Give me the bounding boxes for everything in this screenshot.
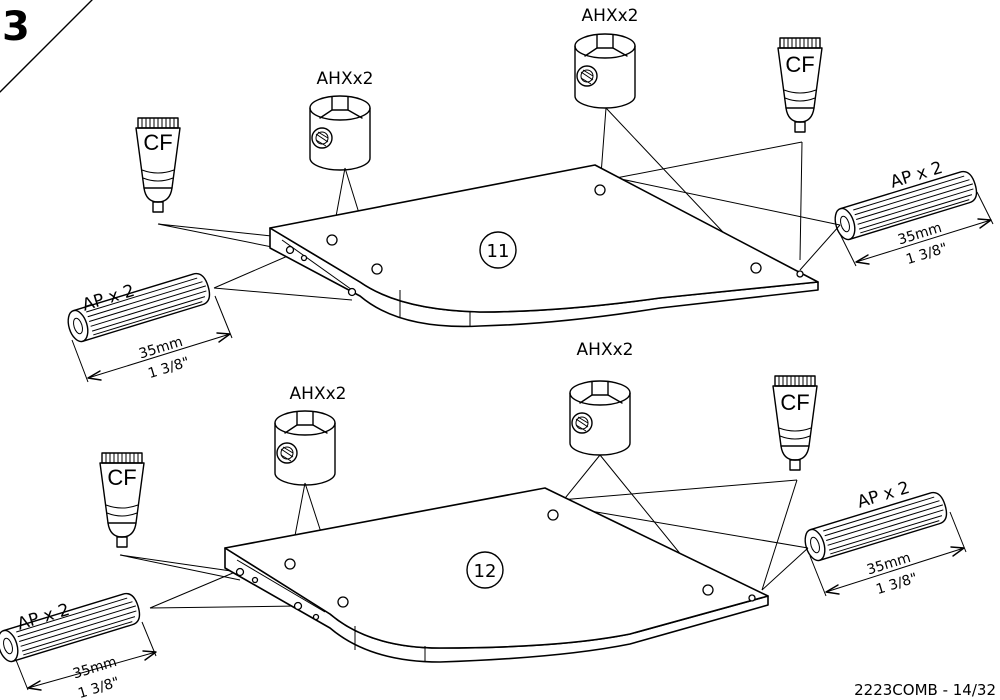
glue-label: CF: [107, 465, 136, 490]
dowel-dimension: 35mm 1 3/8": [15, 621, 157, 700]
panel-12-hole: [547, 509, 559, 521]
panel-11-edge-hole: [347, 287, 357, 297]
panel-12-number: 12: [474, 561, 497, 582]
panel-11-edge-hole: [300, 254, 308, 262]
panel-12-edge-hole: [293, 601, 303, 611]
panel-11-number-circle: [479, 231, 517, 269]
panel-11-hole: [371, 263, 383, 275]
dowel-dimension: 35mm 1 3/8": [809, 511, 967, 598]
glue-label: CF: [143, 130, 172, 155]
panel-11-number: 11: [487, 241, 510, 262]
panel-12-edge-hole: [748, 594, 756, 602]
panel-12-hole: [284, 558, 296, 570]
cam-label: AHXx2: [577, 340, 634, 360]
dowel-dimension: 35mm 1 3/8": [839, 191, 994, 268]
cam-fitting-icon: [574, 33, 636, 109]
panel-11-hole: [594, 184, 606, 196]
panel-11-group: 11 AHXx2 AHXx2 CF CF AP x 2 35mm 1 3/8" …: [64, 6, 994, 383]
step-divider: [0, 0, 93, 93]
dowel-label: AP x 2: [15, 600, 72, 635]
panel-12-edge-hole: [235, 567, 245, 577]
cam-fitting-icon: [569, 380, 631, 456]
glue-label: CF: [785, 52, 814, 77]
panel-12-hole: [337, 596, 349, 608]
cam-label: AHXx2: [290, 384, 347, 404]
panel-11-hole: [750, 262, 762, 274]
cam-label: AHXx2: [582, 6, 639, 26]
panel-12-edge-hole: [312, 613, 320, 621]
panel-11-hole: [326, 234, 338, 246]
panel-11-edge-hole: [285, 245, 295, 255]
page-reference: 2223COMB - 14/32: [854, 681, 996, 699]
panel-11-edge-hole: [796, 270, 804, 278]
step-number: 3: [2, 4, 30, 50]
cam-fitting-icon: [309, 95, 371, 171]
panel-11-top: [269, 164, 819, 313]
panel-12-edge-hole: [251, 576, 259, 584]
cam-label: AHXx2: [317, 69, 374, 89]
glue-label: CF: [780, 390, 809, 415]
panel-12-top: [224, 487, 769, 649]
dowel-label: AP x 2: [888, 158, 945, 193]
panel-12-hole: [702, 584, 714, 596]
cam-fitting-icon: [274, 410, 336, 486]
panel-12-number-circle: [466, 551, 504, 589]
panel-12-group: 12 AHXx2 AHXx2 CF CF AP x 2 35mm 1 3/8" …: [0, 340, 967, 700]
